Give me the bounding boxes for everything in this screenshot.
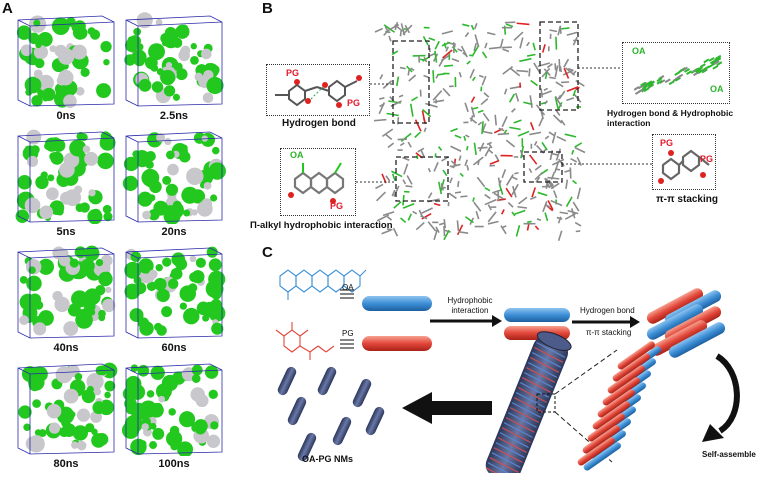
snapshot-box [14, 128, 118, 224]
arrow-to-nms [402, 392, 432, 424]
panel-c: OA PG Hydrophobic interaction Hydrogen b… [262, 256, 772, 473]
snapshot-time-label: 5ns [16, 226, 116, 238]
snapshot-box [122, 360, 226, 456]
snapshot-time-label: 20ns [124, 226, 224, 238]
panel-b: PG PG Hydrogen bond OA OA Hydrogen bond … [262, 12, 772, 244]
snapshot-box [122, 128, 226, 224]
snapshot-box [122, 12, 226, 108]
label-pg-2: PG [347, 98, 360, 108]
snapshot-box [14, 12, 118, 108]
nm-rod [316, 365, 338, 396]
inset-hydrogen-bond [266, 64, 370, 116]
snapshot-time-label: 2.5ns [124, 110, 224, 122]
focus-box-pi-alkyl [396, 157, 448, 201]
nm-rod [286, 395, 308, 426]
caption-pi-pi: π-π stacking [656, 194, 718, 205]
assembly-scheme [262, 256, 772, 473]
panel-letter-a: A [2, 0, 13, 17]
label-pg-3: PG [330, 201, 343, 211]
snapshot-box [14, 244, 118, 340]
snapshot-box [14, 360, 118, 456]
label-pg-1: PG [286, 68, 299, 78]
nm-rod [331, 415, 353, 446]
oa-pg-nms [276, 365, 386, 462]
label-oa-1: OA [632, 46, 646, 56]
snapshot-time-label: 60ns [124, 342, 224, 354]
pg-structure [276, 322, 334, 360]
zoomed-stack [576, 340, 662, 472]
label-pi-pi-stacking: π-π stacking [586, 328, 631, 337]
pair-oa-rod [504, 308, 570, 322]
label-pg: PG [342, 329, 354, 338]
label-oa-2: OA [710, 84, 724, 94]
caption-hydrogen-bond: Hydrogen bond [282, 118, 356, 129]
label-pg-5: PG [700, 154, 713, 164]
caption-pi-alkyl: Π-alkyl hydrophobic interaction [250, 220, 393, 231]
label-self-assemble: Self-assemble [702, 450, 756, 459]
label-pg-4: PG [660, 138, 673, 148]
label-oa: OA [342, 283, 354, 292]
caption-hbond-hydrophobic: Hydrogen bond & Hydrophobic interaction [607, 108, 772, 128]
curved-arrow [702, 424, 724, 442]
snapshot-time-label: 100ns [124, 458, 224, 470]
label-hydrophobic-interaction: Hydrophobic interaction [440, 296, 500, 316]
label-oa-3: OA [290, 150, 304, 160]
snapshot-time-label: 80ns [16, 458, 116, 470]
nm-rod [364, 405, 386, 436]
snapshot-time-label: 0ns [16, 110, 116, 122]
oa-rod [362, 296, 432, 311]
arrow-hbond [630, 316, 640, 328]
pg-rod [362, 336, 432, 351]
nm-rod [351, 377, 373, 408]
snapshot-box [122, 244, 226, 340]
nano-rod [482, 328, 573, 473]
arrow-hydrophobic [492, 315, 502, 327]
label-hydrogen-bond: Hydrogen bond [580, 306, 635, 315]
nm-rod [276, 365, 298, 396]
snapshot-time-label: 40ns [16, 342, 116, 354]
label-oa-pg-nms: OA-PG NMs [302, 454, 353, 464]
